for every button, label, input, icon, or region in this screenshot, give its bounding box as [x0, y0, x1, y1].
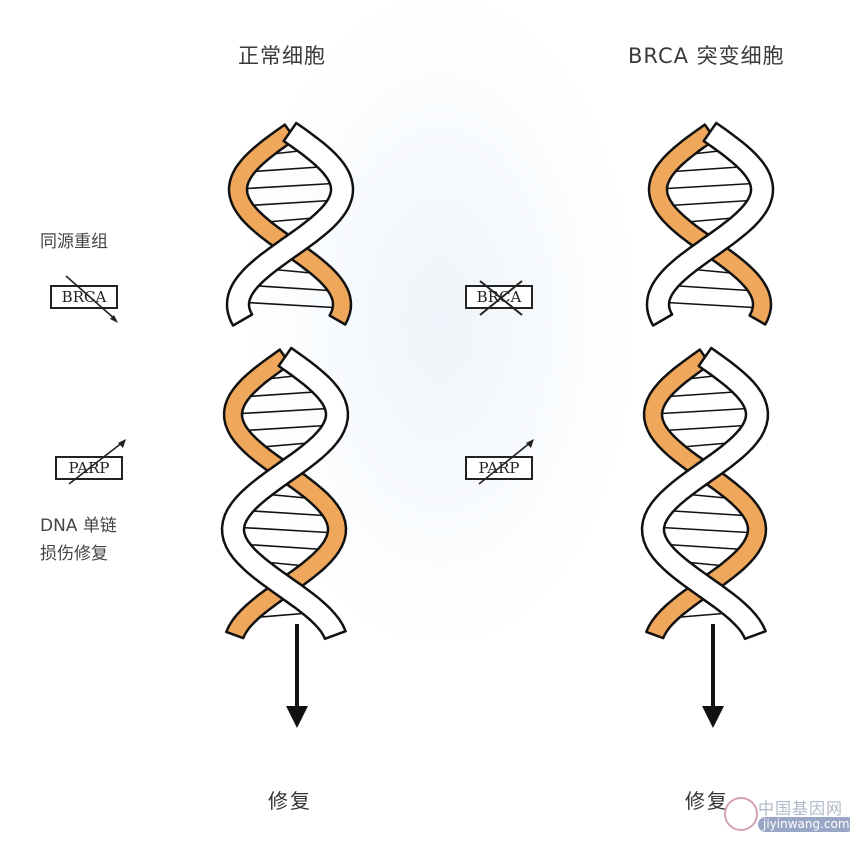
normal-cell-title: 正常细胞	[238, 44, 326, 68]
base-pair-rung	[241, 199, 339, 207]
white-strand	[640, 346, 770, 641]
base-pair-rung	[656, 424, 754, 432]
brca-mutant-cell-title: BRCA 突变细胞	[628, 44, 785, 68]
white-strand	[225, 121, 355, 327]
orange-strand	[227, 123, 353, 326]
brca-box-normal: BRCA	[50, 285, 118, 309]
white-strand	[220, 346, 350, 641]
base-pair-rung	[233, 407, 337, 415]
base-pair-rung	[238, 182, 342, 190]
repair-label-normal: 修复	[268, 789, 312, 813]
dna-helix-mutant-bottom	[640, 346, 770, 641]
repair-label-mutant: 修复	[685, 789, 729, 813]
base-pair-rung	[653, 407, 757, 415]
background-watermark	[250, 0, 630, 640]
logo-name: 中国基因网	[758, 799, 844, 818]
ssb-repair-label: DNA 单链 损伤修复	[40, 512, 117, 568]
orange-strand	[642, 348, 768, 640]
base-pair-rung	[236, 424, 334, 432]
dna-helix-normal-top	[225, 121, 355, 327]
logo-url: jiyinwang.com	[758, 817, 850, 832]
base-pair-rung	[657, 301, 763, 309]
base-pair-rung	[238, 543, 332, 551]
homologous-recombination-label: 同源重组	[40, 232, 108, 252]
base-pair-rung	[661, 199, 759, 207]
orange-strand	[647, 123, 773, 326]
base-pair-rung	[652, 526, 758, 534]
repair-arrow-normal	[286, 624, 308, 728]
white-strand	[645, 121, 775, 327]
base-pair-rung	[237, 301, 343, 309]
ssb-repair-label-line1: DNA 单链	[40, 516, 117, 536]
repair-arrow-mutant	[702, 624, 724, 728]
orange-strand	[222, 348, 348, 640]
brca-box-mutant: BRCA	[465, 285, 533, 309]
ssb-repair-label-line2: 损伤修复	[40, 544, 108, 564]
base-pair-rung	[658, 543, 752, 551]
parp-box-normal: PARP	[55, 456, 123, 480]
dna-helix-mutant-top	[645, 121, 775, 327]
base-pair-rung	[658, 182, 762, 190]
dna-helix-normal-bottom	[220, 346, 350, 641]
parp-box-mutant: PARP	[465, 456, 533, 480]
site-watermark-logo: 中国基因网 jiyinwang.com	[724, 793, 850, 839]
base-pair-rung	[232, 526, 338, 534]
logo-emblem-icon	[724, 797, 758, 831]
